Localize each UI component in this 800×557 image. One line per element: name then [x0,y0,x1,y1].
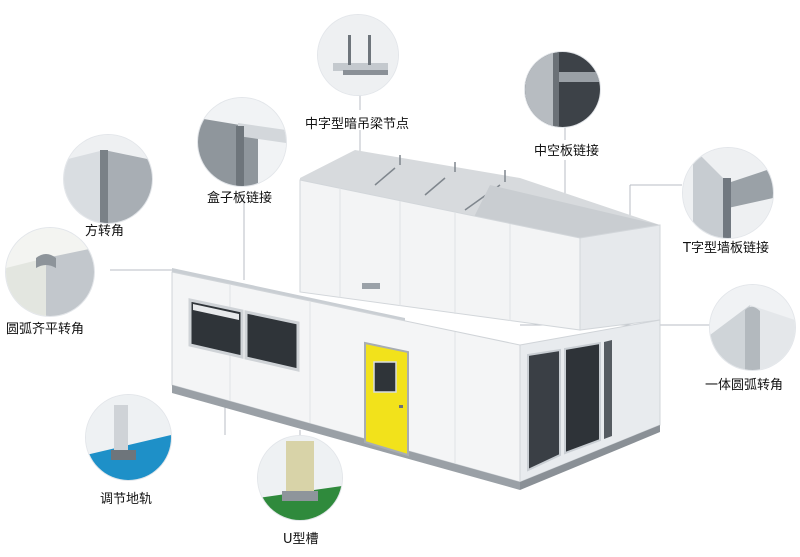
label-u-channel: U型槽 [283,532,319,547]
thumb-u-channel [258,436,342,520]
label-integral-round-corner: 一体圆弧转角 [705,378,784,393]
label-ceiling-beam-node: 中字型暗吊梁节点 [305,117,410,132]
thumb-hollow-panel-joint [525,52,600,127]
glass-panel-right-1 [527,348,561,472]
upper-front-joints [339,188,511,321]
label-floor-rail: 调节地轨 [100,492,153,507]
label-hollow-panel-joint: 中空板链接 [534,144,600,159]
thumb-round-flush-corner [6,228,94,316]
thumb-box-panel-joint [198,98,286,186]
label-round-flush-corner: 圆弧齐平转角 [6,322,85,337]
door-handle [399,405,403,408]
thumb-ceiling-beam-node [318,15,398,95]
thumb-integral-round-corner [710,285,795,370]
thumb-square-corner [64,135,152,223]
glass-panel-right-3 [604,340,612,439]
thumb-floor-rail [86,395,171,480]
glass-panel-right-2 [564,341,601,455]
window-sill-reflection [193,304,239,320]
label-box-panel-joint: 盒子板链接 [207,191,273,206]
air-vent [362,283,380,289]
front-window-right [244,310,300,372]
thumb-t-wall-joint [683,148,773,238]
upper-right-wall [579,224,661,331]
label-square-corner: 方转角 [85,224,125,239]
door-window [373,361,397,393]
base-plinth-right [520,425,660,490]
label-t-wall-joint: T字型墙板链接 [683,241,769,256]
yellow-door [364,341,409,457]
base-plinth [172,385,520,490]
